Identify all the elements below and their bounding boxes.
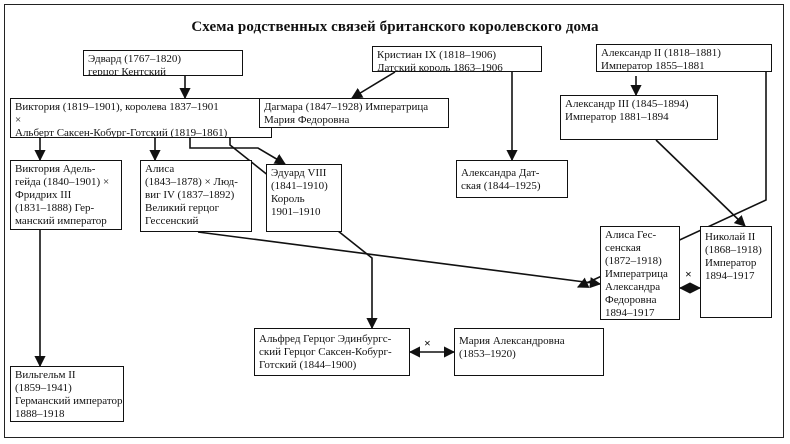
node-alexander-ii: Александр II (1818–1881) Император 1855–… [596, 44, 772, 72]
node-edward-kent: Эдвард (1767–1820) герцог Кентский [83, 50, 243, 76]
link-christian-dagmar [351, 71, 396, 99]
marriage-mark-nicholas-alice: × [685, 267, 692, 281]
node-nicholas-ii: Николай II (1868–1918) Император 1894–19… [700, 226, 772, 318]
node-alexander-iii: Александр III (1845–1894) Император 1881… [560, 95, 718, 140]
marriage-mark-alfred-maria: × [424, 336, 431, 350]
diagram-title: Схема родственных связей британского кор… [191, 19, 599, 35]
node-alice-hesse: Алиса Гес- сенская (1872–1918) Императри… [600, 226, 680, 320]
node-alice: Алиса (1843–1878) × Люд- виг IV (1837–18… [140, 160, 252, 232]
node-christian-ix: Кристиан IX (1818–1906) Датский король 1… [372, 46, 542, 72]
node-alfred: Альфред Герцог Эдинбургс- ский Герцог Са… [254, 328, 410, 376]
link-alice-alicehesse [197, 231, 602, 289]
link-alexander3-nicholas [655, 139, 746, 227]
node-dagmar: Дагмара (1847–1928) Императрица Мария Фе… [259, 98, 449, 128]
node-alexandra: Александра Дат- ская (1844–1925) [456, 160, 568, 198]
node-victoria: Виктория (1819–1901), королева 1837–1901… [10, 98, 272, 138]
node-edward-vii: Эдуард VIII (1841–1910) Король 1901–1910 [266, 164, 342, 232]
node-wilhelm-ii: Вильгельм II (1859–1941) Германский импе… [10, 366, 124, 422]
node-maria-alexandrovna: Мария Александровна (1853–1920) [454, 328, 604, 376]
node-victoria-adelaide: Виктория Адель- гейда (1840–1901) × Фрид… [10, 160, 122, 230]
diagram-frame [4, 4, 784, 438]
link-victoria-edward7 [189, 138, 286, 165]
